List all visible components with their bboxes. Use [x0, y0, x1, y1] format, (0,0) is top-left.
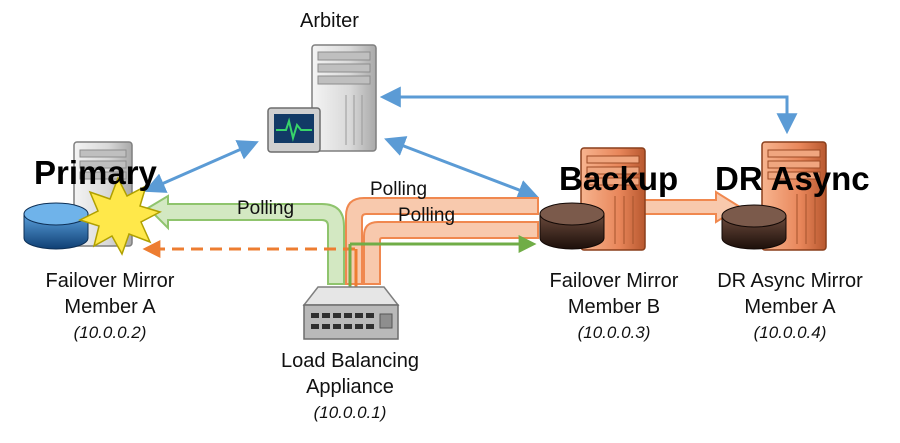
dr-disk-icon: [721, 204, 787, 250]
failure-burst-icon: [78, 176, 162, 256]
arbiter-server-icon: [267, 44, 377, 153]
load-balancer-icon: [302, 286, 400, 340]
primary-role-title: Primary: [34, 154, 157, 191]
lb-line1: Load Balancing: [281, 350, 419, 372]
arbiter-label: Arbiter: [300, 10, 359, 32]
primary-line1: Failover Mirror: [45, 270, 175, 292]
polling-label-orange-top: Polling: [370, 179, 428, 200]
primary-disk-icon: [23, 202, 89, 250]
dr-role-title: DR Async: [715, 160, 870, 197]
arbiter-connections: [144, 86, 798, 200]
lb-ip: (10.0.0.1): [313, 403, 387, 422]
backup-disk-icon: [539, 202, 605, 250]
dr-line2: Member A: [744, 296, 836, 318]
backup-line2: Member B: [567, 296, 661, 318]
polling-band-orange-top: [345, 197, 539, 285]
arbiter-backup-arrow: [384, 136, 539, 200]
backup-member-label: Failover Mirror Member B (10.0.0.3): [524, 268, 704, 346]
polling-band-orange-bottom: [363, 221, 539, 285]
primary-line2: Member A: [64, 296, 156, 318]
arbiter-primary-arrow: [144, 140, 259, 193]
backup-role-title: Backup: [559, 160, 679, 197]
dr-line1: DR Async Mirror: [717, 270, 863, 292]
dr-member-label: DR Async Mirror Member A (10.0.0.4): [700, 268, 880, 346]
backup-ip: (10.0.0.3): [577, 323, 651, 342]
primary-ip: (10.0.0.2): [73, 323, 147, 342]
arbiter-dr-arrow: [379, 86, 798, 135]
polling-label-green: Polling: [237, 198, 295, 219]
dr-ip: (10.0.0.4): [753, 323, 827, 342]
lb-line2: Appliance: [306, 376, 394, 398]
polling-band-green: [146, 194, 345, 285]
primary-member-label: Failover Mirror Member A (10.0.0.2): [20, 268, 200, 346]
load-balancer-label: Load Balancing Appliance (10.0.0.1): [260, 348, 440, 426]
backup-line1: Failover Mirror: [549, 270, 679, 292]
polling-label-orange-bottom: Polling: [398, 205, 456, 226]
